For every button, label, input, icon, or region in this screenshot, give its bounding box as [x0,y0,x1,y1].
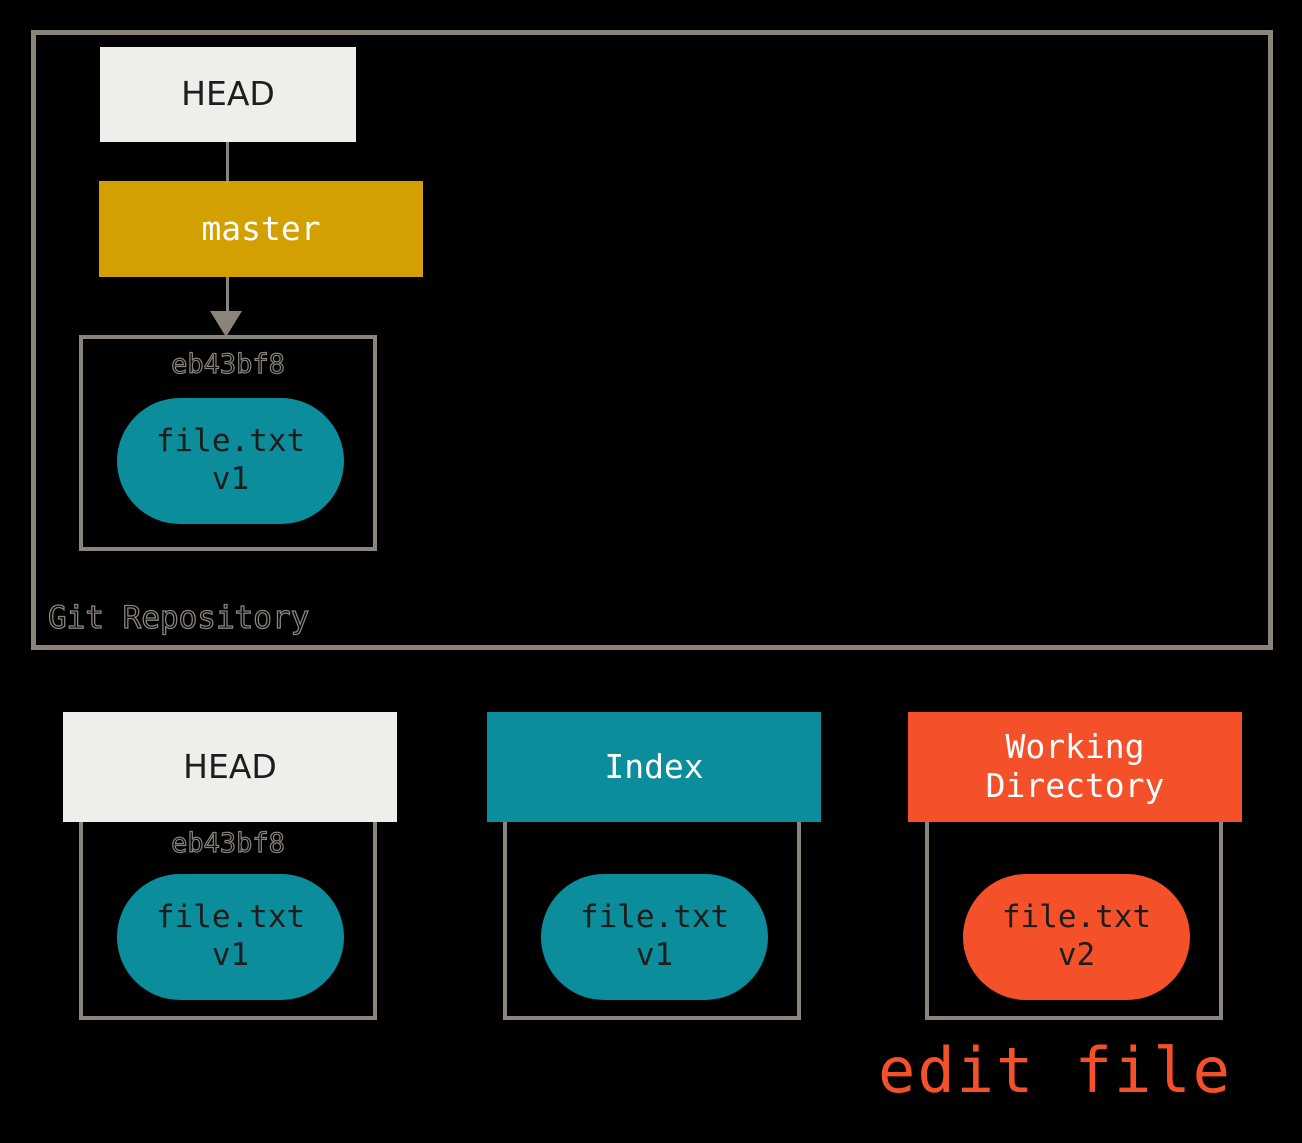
repo-head-box: HEAD [100,47,356,142]
head-to-master-connector [226,142,229,182]
index-area-blob: file.txt v1 [541,874,768,1000]
blob-version: v2 [1057,937,1096,973]
git-repository-label: Git Repository [47,600,310,636]
master-to-commit-connector [226,277,229,315]
working-directory-area-title: Working Directory [908,712,1242,822]
blob-version: v1 [211,461,250,497]
repo-commit-frame: eb43bf8 [79,335,377,551]
repo-commit-hash: eb43bf8 [170,348,285,380]
arrow-down-icon [210,311,242,337]
head-area-blob: file.txt v1 [117,874,344,1000]
blob-filename: file.txt [155,899,306,936]
repo-commit-blob: file.txt v1 [117,398,344,524]
repo-master-branch-box: master [99,181,423,277]
index-area-title: Index [487,712,821,822]
head-area-title: HEAD [63,712,397,822]
head-area-hash: eb43bf8 [170,827,285,859]
blob-filename: file.txt [1001,899,1152,936]
blob-filename: file.txt [155,423,306,460]
blob-filename: file.txt [579,899,730,936]
blob-version: v1 [635,937,674,973]
diagram-caption: edit file [878,1034,1232,1107]
git-repository-frame [31,30,1273,650]
working-directory-area-blob: file.txt v2 [963,874,1190,1000]
blob-version: v1 [211,937,250,973]
